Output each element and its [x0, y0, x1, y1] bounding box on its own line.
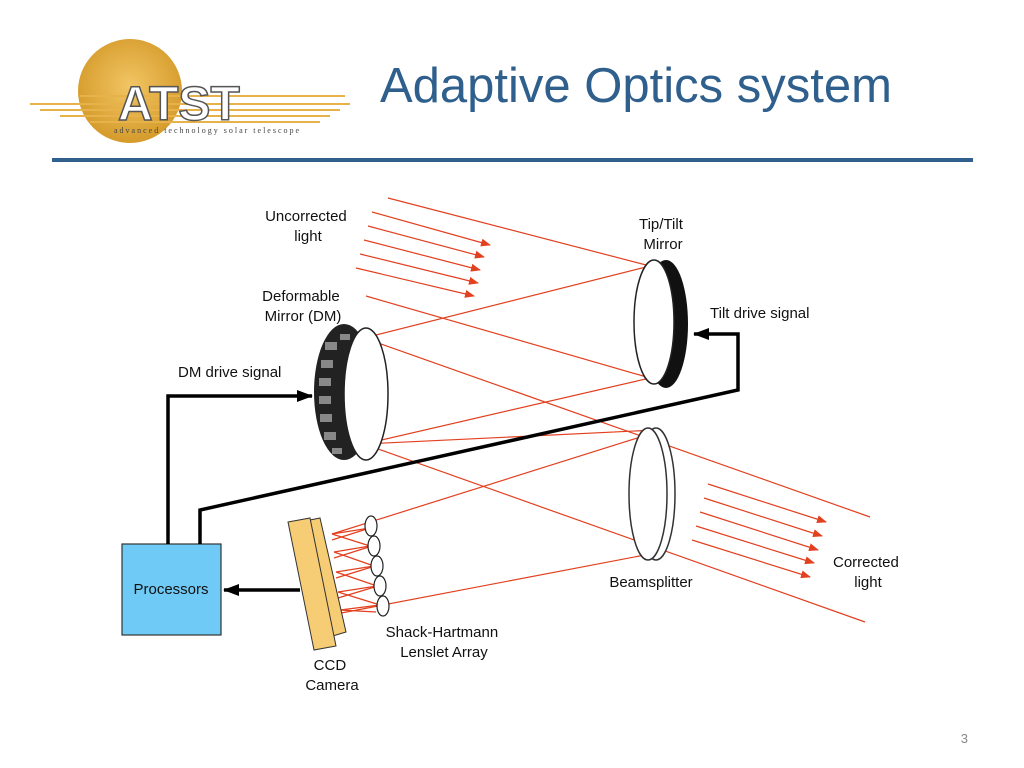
deformable-mirror — [314, 324, 389, 461]
tiptilt-to-dm-rays — [363, 265, 651, 445]
beamsplitter — [628, 427, 676, 561]
logo-streaks — [30, 95, 350, 123]
dm-drive-signal-line — [166, 390, 313, 544]
label-shack-hartmann: Shack-Hartmann Lenslet Array — [386, 624, 503, 661]
logo-wordmark: ATST — [118, 78, 240, 131]
tilt-drive-signal-line — [198, 328, 740, 544]
title-divider — [52, 158, 973, 162]
control-signals — [166, 328, 740, 596]
label-beamsplitter: Beamsplitter — [609, 574, 692, 591]
label-tilt-drive-signal: Tilt drive signal — [710, 305, 809, 322]
processors-label: Processors — [133, 581, 208, 598]
label-uncorrected-light: Uncorrected light — [265, 208, 351, 245]
uncorrected-light-rays — [355, 197, 651, 379]
ccd-camera — [287, 517, 347, 651]
corrected-light-rays — [691, 483, 827, 579]
lenslet-array — [364, 515, 390, 617]
label-ccd-camera: CCD Camera — [305, 657, 359, 694]
processors-box: Processors — [121, 543, 222, 636]
lenslet-to-ccd-rays — [331, 527, 381, 613]
label-tip-tilt-mirror: Tip/Tilt Mirror — [639, 216, 687, 253]
page-number: 3 — [960, 731, 968, 746]
label-dm-drive-signal: DM drive signal — [178, 364, 281, 381]
dm-to-beamsplitter-rays — [363, 337, 871, 623]
atst-logo: ATST advanced technology solar telescope — [30, 39, 350, 143]
tip-tilt-mirror — [633, 259, 688, 388]
label-corrected-light: Corrected light — [833, 554, 903, 591]
slide-title: Adaptive Optics system — [380, 59, 892, 113]
logo-tagline: advanced technology solar telescope — [114, 126, 301, 135]
label-deformable-mirror: Deformable Mirror (DM) — [262, 288, 344, 325]
